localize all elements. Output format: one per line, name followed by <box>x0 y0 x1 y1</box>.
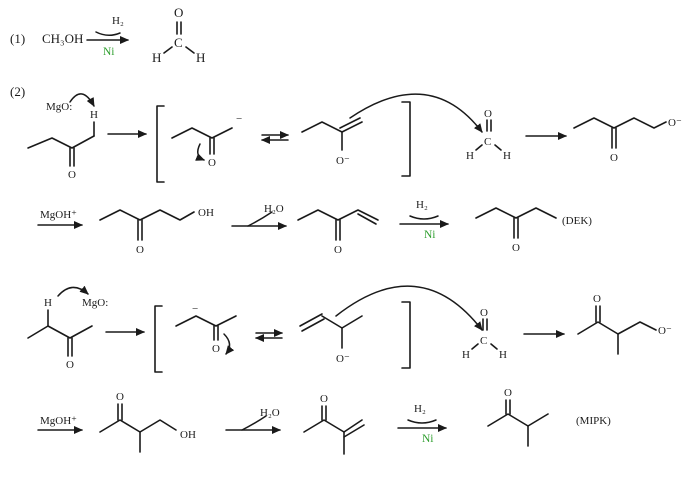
butanone-o-1: O <box>68 169 76 181</box>
formaldehyde-3-h-left: H <box>462 349 470 361</box>
butanone-o-2: O <box>66 359 74 371</box>
rxn1-catalyst-label: Ni <box>103 46 115 58</box>
alkoxide-2: O O⁻ <box>577 293 672 355</box>
mgoh-label-2: MgOH⁺ <box>40 415 77 427</box>
hydrogen-curve-2 <box>407 419 437 424</box>
attack-arrow-1 <box>349 93 483 133</box>
resonance-curve-2 <box>223 333 235 355</box>
hydrogen-curve-1 <box>409 215 439 220</box>
mgo-label-1: MgO: <box>46 101 72 113</box>
enolate-ominus-2: O⁻ <box>336 353 350 365</box>
alkoxide-1: O O⁻ <box>573 117 682 164</box>
enolate-o-1: O <box>208 157 216 169</box>
hydrogen-label-2: H₂ <box>414 403 426 415</box>
dek-product: O (DEK) <box>475 207 592 254</box>
enolate-ominus-1: O⁻ <box>336 155 350 167</box>
mgo-label-2: MgO: <box>82 297 108 309</box>
mipk-label: (MIPK) <box>576 415 611 427</box>
enone-2: O <box>303 393 365 455</box>
dek-o: O <box>512 242 520 254</box>
rxn1-h2-curve <box>95 31 121 36</box>
alkoxide-2-o: O <box>593 293 601 305</box>
formaldehyde-h-right: H <box>196 50 205 65</box>
hydroxy-ketone-1-oh: OH <box>198 207 214 219</box>
alkoxide-1-ominus: O⁻ <box>668 117 682 129</box>
formaldehyde-3-h-right: H <box>499 349 507 361</box>
rxn1-h2-label: H₂ <box>112 15 124 27</box>
carbanion-charge-2: − <box>192 303 198 315</box>
enolate-bracket-1: O − O⁻ <box>156 93 483 183</box>
formaldehyde-h-left: H <box>152 50 161 65</box>
enolate-bracket-2: O − O⁻ <box>154 285 483 373</box>
formaldehyde-2-c: C <box>484 136 491 148</box>
formaldehyde-2: O C H H <box>466 108 511 162</box>
formaldehyde-2-h-left: H <box>466 150 474 162</box>
deprotonation-arrow-1 <box>69 93 95 107</box>
alpha-h-1: H <box>90 109 98 121</box>
alkoxide-2-ominus: O⁻ <box>658 325 672 337</box>
water-loss-curve-1 <box>247 211 273 227</box>
carbanion-charge-1: − <box>236 113 242 125</box>
alkoxide-1-o: O <box>610 152 618 164</box>
formaldehyde-c: C <box>174 35 183 50</box>
reaction-1-number: (1) <box>10 31 25 46</box>
formaldehyde-3: O C H H <box>462 307 507 361</box>
mipk-o: O <box>504 387 512 399</box>
catalyst-label-2: Ni <box>422 433 434 445</box>
enone-1: O <box>297 209 379 256</box>
methanol-label: CH₃OH <box>42 31 83 46</box>
water-label-2: H₂O <box>260 407 280 419</box>
enone-1-o: O <box>334 244 342 256</box>
formaldehyde-3-o: O <box>480 307 488 319</box>
water-label-1: H₂O <box>264 203 284 215</box>
catalyst-label-1: Ni <box>424 229 436 241</box>
reaction-2-number: (2) <box>10 84 25 99</box>
hydroxy-ketone-1-o: O <box>136 244 144 256</box>
reaction-1: (1) CH₃OH H₂ Ni O C H H <box>10 5 205 65</box>
deprotonation-arrow-2 <box>57 285 89 297</box>
water-loss-curve-2 <box>241 415 267 431</box>
hydroxy-ketone-2-o: O <box>116 391 124 403</box>
formaldehyde-o: O <box>174 5 183 20</box>
alpha-h-2: H <box>44 297 52 309</box>
formaldehyde-3-c: C <box>480 335 487 347</box>
formaldehyde-2-h-right: H <box>503 150 511 162</box>
enolate-o-2: O <box>212 343 220 355</box>
enone-2-o: O <box>320 393 328 405</box>
hydroxy-ketone-1: O OH <box>99 207 214 256</box>
dek-label: (DEK) <box>562 215 592 227</box>
mgoh-label-1: MgOH⁺ <box>40 209 77 221</box>
attack-arrow-2 <box>335 285 483 331</box>
hydroxy-ketone-2: O OH <box>99 391 196 453</box>
hydroxy-ketone-2-oh: OH <box>180 429 196 441</box>
resonance-curve-1 <box>195 143 205 161</box>
formaldehyde-1: O C H H <box>152 5 205 65</box>
hydrogen-label-1: H₂ <box>416 199 428 211</box>
butanone-2: H MgO: O <box>27 285 108 371</box>
butanone-1: MgO: H O <box>27 93 98 181</box>
mipk-product: O (MIPK) <box>487 387 611 447</box>
formaldehyde-2-o: O <box>484 108 492 120</box>
